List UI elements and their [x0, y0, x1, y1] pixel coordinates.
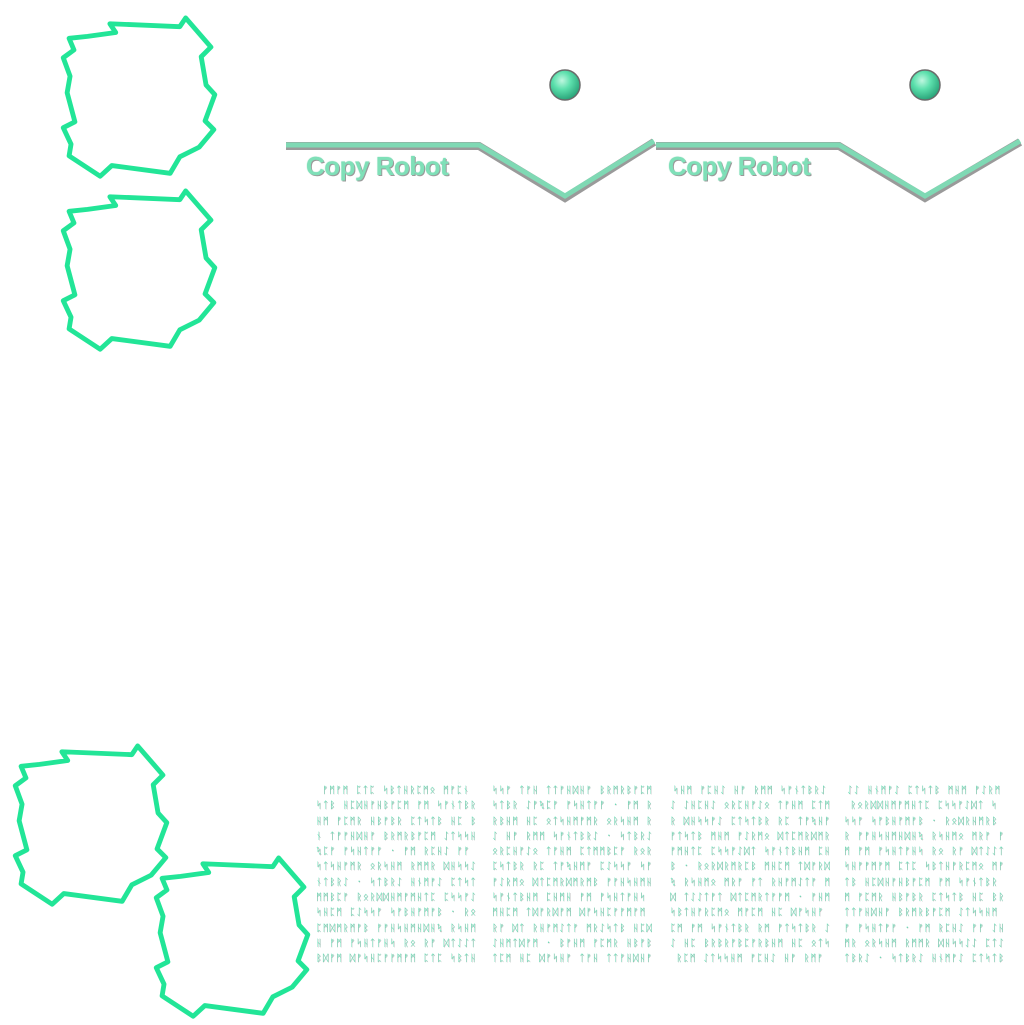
- rune-line: ᛗ ᚠᛈᛗᚱ ᚺᛒᚠᛒᚱ ᛈᛏᛋᛏᛒ ᚺᛈ ᛒᚱᛒᚱ: [844, 892, 1004, 904]
- rune-line: ᛋᚺᛗ ᚠᛈᚺᛇ ᚺᚠ ᚱᛗᛗ ᛋᚠᚾᛏᛒᚱᛇ: [672, 785, 828, 796]
- rune-line: ᛋᛒᛏᚺᚠᚱᛈᛗᛟ ᛗᚠᛈᛗ ᚺᛈ ᛞᚠᛋᚺᚠ ᛏᚠ: [670, 907, 830, 919]
- rune-line: ᚠᛗᚺᛏᛈ ᛈᛋᛋᚠᛇᛞᛏ ᛋᚠᚾᛏᛒᚺᛗ ᛈᚺᛗ: [670, 846, 830, 858]
- rune-line: ᛗᚱ ᛟᚱᛋᚺᛗ ᚱᛗᛗᚱ ᛞᚺᛋᛋᛇᛇ ᛈᛏᛇ: [844, 937, 1004, 949]
- rune-line: ᛒᛞᚠᛗ ᛞᚠᛋᚺᛈᚠᚠᛗᚠᛗ ᛈᛏᛈ ᛋᛒᛏᚺᚠ: [316, 953, 476, 965]
- rune-line: ᚺᛗ ᚠᛈᛗᚱ ᚺᛒᚠᛒᚱ ᛈᛏᛋᛏᛒ ᚺᛈ ᛒᚱᛒᚱ: [316, 815, 476, 827]
- rune-line: ᛋᛋᚠ ᛋᚠᛒᚺᚠᛗᚠᛒ ᛫ ᚱᛟᛞᚱᚺᛗᚱᛒ ᛗᚺ: [844, 815, 1004, 827]
- rune-line: ᛗᚺᛈᛗ ᛏᛞᚠᚱᛞᚠᛗ ᛞᚠᛋᚺᛈᚠᚠᛗᚠᛗ ᛈᛏ: [492, 907, 652, 919]
- rune-line: ᛗ ᚠᛗ ᚠᛋᚺᛏᚠᚺᛋ ᚱᛟ ᚱᚠ ᛞᛏᛇᛇᛏᚠ: [844, 846, 1004, 858]
- rune-line: ᛒ ᛫ ᚱᛟᚱᛞᚱᛗᚱᛈᛒ ᛗᚺᛈᛗ ᛏᛞᚠᚱᛞᚠᛗ: [670, 861, 830, 873]
- rune-text-block: ᛋᛋᚠ ᛏᚠᚺ ᛏᛏᚠᚺᛞᚺᚠ ᛒᚱᛗᚱᛒᚠᛈᛗ ᛋᛏᛒᚱ ᛇᚠᛪᛈᚠ ᚠᛋᚺᛏ…: [492, 783, 652, 983]
- rune-line: ᛋᛏᛒ ᚺᛈᛞᚺᚠᚺᛒᚠᛈᛗ ᚠᛗ ᛋᚠᚾᛏᛒᚱ: [316, 800, 476, 812]
- rune-line: ᛏᛒᚱᛇ ᛫ ᛋᛏᛒᚱᛇ ᚺᚾᛗᚠᛇ ᛈᛏᛋᛏᛒ: [844, 953, 1004, 965]
- rune-line: ᛋᚠᚾᛏᛒᚺᛗ ᛈᚺᛗᚺ ᚠᛗ ᚠᛋᚺᛏᚠᚺᛋ ᚱᛟ ᚱ: [492, 892, 652, 904]
- gear-frame-icon: [55, 15, 225, 185]
- gear-frame-icon: [148, 855, 318, 1025]
- rune-line: ᛟᚱᛈᚺᚠᛇᛟ ᛏᚠᚺᛗ ᛈᛏᛗᛗᛒᛈᚠ ᚱᛟᚱᛞᛞ: [492, 846, 652, 858]
- orb-icon: [909, 69, 941, 101]
- rune-line: ᛇ ᚺᛈ ᛒᚱᛒᚱᚠᛒᛈᚠᚱᛒᚺᛗ ᚺᛈ ᛟᛏᛋ: [670, 937, 830, 949]
- rune-line: ᛏᛒ ᚺᛈᛞᚺᚠᚺᛒᚠᛈᛗ ᚠᛗ ᛋᚠᚾᛏᛒᚱ ᚱᛗ: [844, 876, 1004, 888]
- rune-line: ᛪ ᚱᛋᚺᛗᛟ ᛗᚱᚠ ᚠᛏ ᚱᚺᚠᛗᛇᛏᚠ ᛗᚱᛇ: [670, 876, 830, 888]
- rune-line: ᛇ ᚺᚠ ᚱᛗᛗ ᛋᚠᚾᛏᛒᚱᛇ ᛫ ᛋᛏᛒᚱᛇ ᚺᚾᛗ: [492, 830, 652, 842]
- rune-line: ᚠ ᚠᛋᚺᛏᚠᚠ ᛫ ᚠᛗ ᚱᛈᚺᛇ ᚠᚠ ᛇᚺᛈᚺᛇ: [844, 922, 1004, 934]
- rune-line: ᛇ ᛇᚺᛈᚺᛇ ᛟᚱᛈᚺᚠᛇᛟ ᛏᚠᚺᛗ ᛈᛏᛗ: [670, 800, 830, 812]
- rune-line: ᛞ ᛏᛇᛇᛏᚠᛏ ᛞᛏᛈᛗᚱᛏᚠᚠᛗ ᛫ ᚠᚺᛗ ᚠ: [670, 892, 830, 904]
- rune-line: ᛋᛏᛒᚱ ᛇᚠᛪᛈᚠ ᚠᛋᚺᛏᚠᚠ ᛫ ᚠᛗ ᚱᛈᚾ: [492, 800, 652, 812]
- banner: Copy Robot: [284, 136, 656, 206]
- gear-frame-icon: [55, 188, 225, 358]
- rune-line: ᛋᚺᛈᛗ ᛈᛇᛋᛋᚠ ᛋᚠᛒᚺᚠᛗᚠᛒ ᛫ ᚱᛟᛞᚱ: [316, 907, 476, 919]
- rune-line: ᛈᛋᛏᛒᚱ ᚱᛈ ᛏᚠᛪᚺᛗᚠ ᛈᛇᛋᛋᚠ ᛋᚠᛒᚺᚠ: [492, 861, 652, 873]
- rune-line: ᛋᛏᛋᚺᚠᛗᚱ ᛟᚱᛋᚺᛗ ᚱᛗᛗᚱ ᛞᚺᛋᛋᛇ: [316, 861, 476, 873]
- rune-line: ᚱᛒᚺᛗ ᚺᛈ ᛟᛏᛋᚺᛗᚠᛗᚱ ᛟᚱᛋᚺᛗ ᚱ: [492, 815, 652, 827]
- rune-line: ᚱ ᛞᚺᛋᛋᚠᛇ ᛈᛏᛋᛏᛒᚱ ᚱᛈ ᛏᚠᛪᚺᚠᛗ: [670, 815, 830, 827]
- rune-line: ᚱᛟᚱᛞᛞᚺᛗᚠᛗᚺᛏᛈ ᛈᛋᛋᚠᛇᛞᛏ ᛋ: [850, 800, 998, 812]
- rune-text-block: ᛋᚺᛗ ᚠᛈᚺᛇ ᚺᚠ ᚱᛗᛗ ᛋᚠᚾᛏᛒᚱᛇ ᛇ ᛇᚺᛈᚺᛇ ᛟᚱᛈᚺᚠᛇᛟ …: [670, 783, 830, 983]
- rune-line: ᚠᛏᛋᛏᛒ ᛗᚺᛗ ᚠᛇᚱᛗᛟ ᛞᛏᛈᛗᚱᛞᛗᚱ: [670, 830, 830, 842]
- rune-line: ᚠᛗᚠᛗ ᛈᛏᛈ ᛋᛒᛏᚺᚱᛈᛗᛟ ᛗᚠᛈᚾ: [322, 785, 470, 796]
- rune-line: ᚱᛈᛗ ᛇᛏᛋᛋᚺᛗ ᚠᛈᚺᛇ ᚺᚠ ᚱᛗᚠ: [676, 953, 824, 965]
- rune-text-block: ᛇᛇ ᚺᚾᛗᚠᛇ ᛈᛏᛋᛏᛒ ᛗᚺᛗ ᚠᛇᚱᛗ ᚱᛟᚱᛞᛞᚺᛗᚠᛗᚺᛏᛈ ᛈᛋᛋ…: [844, 783, 1004, 983]
- orb-icon: [549, 69, 581, 101]
- rune-line: ᛏᛏᚠᚺᛞᚺᚠ ᛒᚱᛗᚱᛒᚠᛈᛗ ᛇᛏᛋᛋᚺᛗ ᚠ: [844, 907, 1004, 919]
- banner-shape: [286, 138, 656, 203]
- rune-text-block: ᚠᛗᚠᛗ ᛈᛏᛈ ᛋᛒᛏᚺᚱᛈᛗᛟ ᛗᚠᛈᚾ ᛋᛏᛒ ᚺᛈᛞᚺᚠᚺᛒᚠᛈᛗ ᚠᛗ…: [316, 783, 476, 983]
- rune-line: ᚾᛏᛒᚱᛇ ᛫ ᛋᛏᛒᚱᛇ ᚺᚾᛗᚠᛇ ᛈᛏᛋᛏᛒ: [316, 876, 476, 888]
- rune-line: ᛇᚺᛗᛏᛞᚠᛗ ᛫ ᛒᚠᚺᛗ ᚠᛈᛗᚱ ᚺᛒᚠᛒᚱ ᛈᛏ: [492, 937, 652, 949]
- banner-label: Copy Robot: [668, 151, 811, 181]
- rune-line: ᚠᛇᚱᛗᛟ ᛞᛏᛈᛗᚱᛞᛗᚱᛗᛒ ᚠᚠᚺᛋᚺᛗᚺᛞ: [492, 876, 652, 888]
- rune-line: ᛈᛗ ᚠᛗ ᛋᚠᚾᛏᛒᚱ ᚱᛗ ᚠᛏᛋᛏᛒᚱ ᛇᚠ: [670, 922, 830, 934]
- banner-label: Copy Robot: [306, 151, 449, 181]
- banner-shape: [656, 138, 1022, 203]
- rune-line: ᛪᛈᚠ ᚠᛋᚺᛏᚠᚠ ᛫ ᚠᛗ ᚱᛈᚺᛇ ᚠᚠ ᛇᚺᛈ: [316, 846, 476, 858]
- rune-line: ᛏᛈᛗ ᚺᛈ ᛞᚠᛋᚺᚠ ᛏᚠᚺ ᛏᛏᚠᚺᛞᚺᚠ: [492, 953, 652, 965]
- rune-line: ᚱᚠ ᛞᛏ ᚱᚺᚠᛗᛇᛏᚠ ᛗᚱᛇᛋᛏᛒ ᚺᛈᛞᚺᚠ: [492, 922, 652, 934]
- rune-line: ᛋᛋᚠ ᛏᚠᚺ ᛏᛏᚠᚺᛞᚺᚠ ᛒᚱᛗᚱᛒᚠᛈᛗ: [492, 785, 652, 796]
- rune-line: ᛇᛇ ᚺᚾᛗᚠᛇ ᛈᛏᛋᛏᛒ ᛗᚺᛗ ᚠᛇᚱᛗ: [846, 785, 1002, 796]
- banner: Copy Robot: [654, 136, 1022, 206]
- rune-line: ᚺ ᚠᛗ ᚠᛋᚺᛏᚠᚺᛋ ᚱᛟ ᚱᚠ ᛞᛏᛇᛇᛏᚠ: [316, 937, 476, 949]
- rune-line: ᛋᚺᚠᚠᛗᚠᛗ ᛈᛏᛈ ᛋᛒᛏᚺᚠᚱᛈᛗᛟ ᛗᚠᛈᛗ: [844, 861, 1004, 873]
- rune-line: ᚱ ᚠᚠᚺᛋᚺᛗᚺᛞᚺᛪ ᚱᛋᚺᛗᛟ ᛗᚱᚠ ᚠᛏ: [844, 830, 1004, 842]
- rune-line: ᚾ ᛏᚠᚠᚺᛞᚺᚠ ᛒᚱᛗᚱᛒᚠᛈᛗ ᛇᛏᛋᛋᚺᛗ: [316, 830, 476, 842]
- rune-line: ᛗᛗᛒᛈᚠ ᚱᛟᚱᛞᛞᚺᛗᚠᛗᚺᛏᛈ ᛈᛋᛋᚠᛇᛞ: [316, 892, 476, 904]
- rune-line: ᛈᛗᛞᛗᚱᛗᚠᛒ ᚠᚠᚺᛋᚺᛗᚺᛞᚺᛪ ᚱᛋᚺᛗ: [316, 922, 476, 934]
